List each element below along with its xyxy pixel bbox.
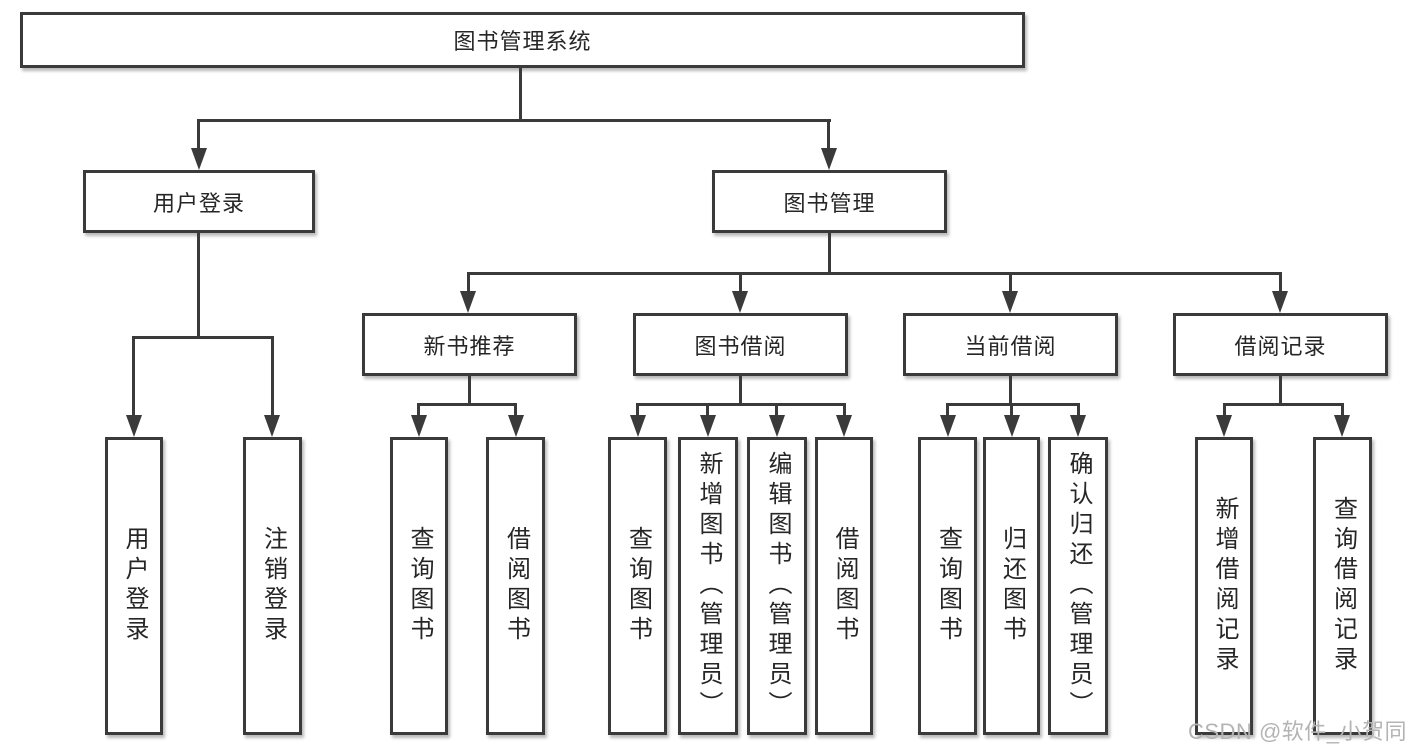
connector-line xyxy=(1279,376,1282,405)
connector-line xyxy=(1077,403,1080,421)
arrow-down-icon xyxy=(821,148,837,170)
connector-line xyxy=(636,403,639,421)
node-leaf-query-borrow-record: 查询借阅记录 xyxy=(1313,437,1372,735)
connector-line xyxy=(514,403,517,421)
connector-line xyxy=(1341,403,1344,421)
node-current-borrowing: 当前借阅 xyxy=(903,313,1118,376)
node-leaf-borrow-books-2: 借阅图书 xyxy=(815,437,873,735)
arrow-down-icon xyxy=(630,415,646,437)
node-leaf-edit-book-admin: 编辑图书（管理员） xyxy=(747,437,807,735)
connector-line xyxy=(1009,376,1012,405)
node-book-borrowing: 图书借阅 xyxy=(633,313,848,376)
node-label: 编辑图书（管理员） xyxy=(764,451,791,721)
node-label: 图书管理 xyxy=(783,190,876,216)
node-new-book-recommendation: 新书推荐 xyxy=(362,313,577,376)
node-label: 查询图书 xyxy=(934,526,962,646)
connector-line xyxy=(636,403,846,406)
arrow-down-icon xyxy=(1216,415,1232,437)
node-label: 用户登录 xyxy=(121,526,148,646)
node-label: 新增借阅记录 xyxy=(1211,496,1238,676)
connector-line xyxy=(843,403,846,421)
connector-line xyxy=(132,336,274,339)
arrow-down-icon xyxy=(1004,415,1020,437)
node-label: 确认归还（管理员） xyxy=(1065,451,1092,721)
node-label: 借阅图书 xyxy=(831,526,858,646)
connector-line xyxy=(197,233,200,339)
connector-line xyxy=(1010,403,1013,421)
connector-line xyxy=(775,403,778,421)
connector-line xyxy=(271,336,274,420)
node-leaf-query-books-1: 查询图书 xyxy=(390,437,448,735)
arrow-down-icon xyxy=(1002,291,1018,313)
node-leaf-add-borrow-record: 新增借阅记录 xyxy=(1195,437,1253,735)
node-label: 借阅图书 xyxy=(502,526,530,646)
arrow-down-icon xyxy=(769,415,785,437)
connector-line xyxy=(467,272,470,298)
arrow-down-icon xyxy=(940,415,956,437)
connector-line xyxy=(827,119,830,155)
watermark: CSDN @软件_小贺同学 xyxy=(1188,719,1405,744)
arrow-down-icon xyxy=(1334,415,1350,437)
connector-line xyxy=(1009,272,1012,298)
connector-line xyxy=(706,403,709,421)
node-leaf-confirm-return-admin: 确认归还（管理员） xyxy=(1048,437,1108,735)
connector-line xyxy=(197,119,831,122)
arrow-down-icon xyxy=(732,291,748,313)
node-label: 查询图书 xyxy=(624,526,652,646)
node-leaf-query-books-2: 查询图书 xyxy=(608,437,667,735)
connector-line xyxy=(1223,403,1344,406)
connector-line xyxy=(739,376,742,405)
arrow-down-icon xyxy=(836,415,852,437)
arrow-down-icon xyxy=(508,415,524,437)
node-leaf-add-book-admin: 新增图书（管理员） xyxy=(678,437,738,735)
node-label: 借阅记录 xyxy=(1234,333,1327,359)
connector-line xyxy=(828,233,831,275)
node-label: 查询借阅记录 xyxy=(1329,496,1357,676)
arrow-down-icon xyxy=(126,415,142,437)
arrow-down-icon xyxy=(411,415,427,437)
node-leaf-query-books-3: 查询图书 xyxy=(918,437,977,735)
connector-line xyxy=(417,403,420,421)
node-label: 注销登录 xyxy=(259,526,287,646)
node-label: 查询图书 xyxy=(406,526,433,646)
connector-line xyxy=(1279,272,1282,298)
arrow-down-icon xyxy=(264,415,280,437)
node-leaf-user-login: 用户登录 xyxy=(105,437,163,735)
node-root: 图书管理系统 xyxy=(20,12,1025,68)
connector-line xyxy=(417,403,517,406)
node-label: 当前借阅 xyxy=(964,333,1057,359)
node-leaf-logout: 注销登录 xyxy=(243,437,302,735)
node-label: 归还图书 xyxy=(998,526,1026,646)
connector-line xyxy=(946,403,1080,406)
arrow-down-icon xyxy=(191,148,207,170)
connector-line xyxy=(468,376,471,405)
arrow-down-icon xyxy=(1272,291,1288,313)
node-user-login: 用户登录 xyxy=(83,170,315,233)
connector-line xyxy=(739,272,742,298)
arrow-down-icon xyxy=(1070,415,1086,437)
connector-line xyxy=(519,67,522,121)
node-root-label: 图书管理系统 xyxy=(453,29,592,54)
node-label: 图书借阅 xyxy=(694,333,787,359)
connector-line xyxy=(467,272,1282,275)
node-leaf-return-book: 归还图书 xyxy=(983,437,1040,735)
connector-line xyxy=(1223,403,1226,421)
node-label: 新增图书（管理员） xyxy=(695,451,722,721)
node-leaf-borrow-books-1: 借阅图书 xyxy=(486,437,545,735)
arrow-down-icon xyxy=(700,415,716,437)
connector-line xyxy=(197,119,200,155)
connector-line xyxy=(946,403,949,421)
node-label: 新书推荐 xyxy=(423,333,516,359)
node-borrowing-records: 借阅记录 xyxy=(1173,313,1388,376)
arrow-down-icon xyxy=(460,291,476,313)
connector-line xyxy=(132,336,135,420)
node-book-management: 图书管理 xyxy=(712,170,947,233)
node-label: 用户登录 xyxy=(152,190,245,216)
